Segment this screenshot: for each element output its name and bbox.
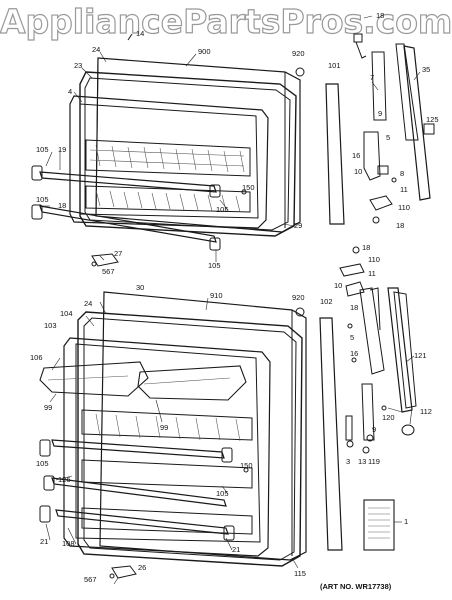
callout-16: 16 [350,349,359,358]
callout-126: 126 [58,475,71,484]
callout-21: 21 [40,537,49,546]
callout-9: 9 [372,425,377,434]
callout-18: 18 [362,243,371,252]
callout-11: 11 [400,185,408,194]
callout-10: 10 [334,281,343,290]
callout-18: 18 [396,221,405,230]
callout-567: 567 [84,575,97,584]
callout-3: 3 [346,457,351,466]
callout-99: 99 [160,423,169,432]
callout-7: 7 [370,73,375,82]
callout-8: 8 [400,169,405,178]
callout-120: 120 [382,413,395,422]
callout-110: 110 [368,255,380,264]
callout-4: 4 [68,87,73,96]
callout-105: 105 [216,489,229,498]
fresh-food-door-assembly [39,246,417,579]
callout-104: 104 [60,309,73,318]
callout-21: 21 [232,545,241,554]
callout-24: 24 [84,299,93,308]
callout-27: 27 [114,249,123,258]
watermark-logo: AppliancePartsPros.com [0,1,452,41]
callout-18: 18 [376,11,385,20]
callout-30: 30 [136,283,145,292]
callout-16: 16 [352,151,361,160]
callout-18: 18 [58,201,67,210]
callout-35: 35 [422,65,431,74]
callout-19: 19 [58,145,67,154]
callout-108: 108 [62,539,75,548]
callout-24: 24 [92,45,101,54]
callout-23: 23 [74,61,83,70]
leader-lines [42,15,421,585]
callout-103: 103 [44,321,57,330]
callout-900: 900 [198,47,211,56]
callout-105: 105 [36,145,49,154]
callout-11: 11 [368,269,376,278]
callout-14: 14 [136,29,145,38]
callout-29: 29 [294,221,303,230]
callout-910: 910 [210,291,223,300]
callout-105: 105 [36,195,49,204]
callout-18: 18 [350,303,359,312]
callout-105: 105 [208,261,221,270]
freezer-door-assembly [31,33,435,267]
callout-106: 106 [30,353,43,362]
callout-101: 101 [328,61,341,70]
callout-10: 10 [354,167,363,176]
art-number: (ART NO. WR17738) [320,582,392,591]
callout-125: 125 [426,115,439,124]
callout-26: 26 [138,563,147,572]
callout-5: 5 [350,333,355,342]
callout-9: 9 [378,109,383,118]
callout-115: 115 [294,569,306,578]
callout-110: 110 [398,203,410,212]
callout-920: 920 [292,293,305,302]
callout-102: 102 [320,297,333,306]
callout-99: 99 [44,403,53,412]
callout-1: 1 [404,517,409,526]
callout-920: 920 [292,49,305,58]
callout-112: 112 [420,407,432,416]
callout-13: 13 [358,457,367,466]
callout-105: 105 [216,205,229,214]
callout-105: 105 [36,459,49,468]
callout-150: 150 [240,461,253,470]
callout-150: 150 [242,183,255,192]
callout-5: 5 [386,133,391,142]
callout-121: 121 [414,351,427,360]
callout-567: 567 [102,267,115,276]
callout-119: 119 [368,457,380,466]
